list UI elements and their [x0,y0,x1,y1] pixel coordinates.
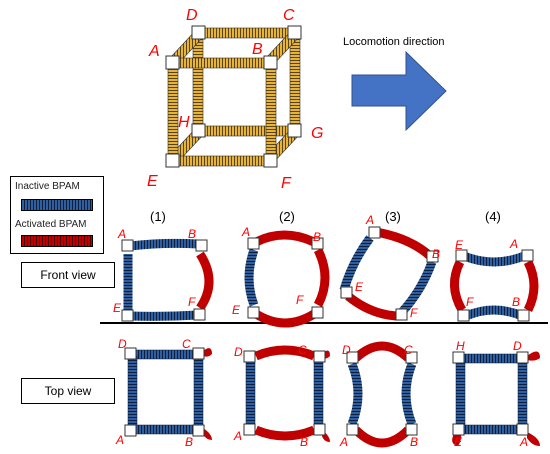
cube-label-g: G [311,125,323,142]
front1-label-f: F [188,295,196,309]
locomotion-arrow-icon [351,50,447,132]
top-view-label: Top view [21,378,115,404]
top-view-step-2 [243,345,330,442]
top3-label-d: D [342,343,351,357]
cube-corner-a [165,55,180,70]
cube-edge-bf [265,63,277,159]
cube-edge-ab [175,57,273,69]
top1-label-d: D [118,337,127,351]
cube-label-d: D [186,7,198,24]
cube-edge-cg [289,33,301,131]
front2-label-b: B [313,230,321,244]
legend: Inactive BPAM Activated BPAM [10,176,104,254]
front2-label-f: F [296,293,304,307]
front-view-step-4 [450,249,539,322]
legend-activated-label: Activated BPAM [15,219,87,230]
top3-label-b: B [410,435,418,449]
cube-edge-dc [197,27,295,39]
front-view-step-1 [121,238,214,322]
front4-label-b: B [512,295,520,309]
front-view-step-2 [244,230,330,328]
cube-label-c: C [283,7,295,24]
front1-label-a: A [117,227,126,241]
top-view-step-4 [452,351,540,446]
top-view-step-3 [346,341,418,448]
cube-label-b: B [252,41,263,58]
cube-label-a: A [148,43,160,60]
step-label-1: (1) [150,209,166,224]
cube-label-f: F [281,175,292,192]
front3-label-e: E [355,280,364,294]
top1-label-a: A [115,433,124,447]
cube-corner-g [287,123,302,138]
bpam-cube [165,25,302,168]
cube-edge-hg [197,125,295,137]
step-label-3: (3) [385,209,401,224]
top1-label-c: C [182,337,191,351]
front4-label-e: E [455,238,464,252]
front4-label-f: F [466,295,474,309]
cube-corner-h [191,123,206,138]
front3-label-b: B [432,247,440,261]
cube-edge-dh [192,33,204,131]
cube-edge-ef [175,155,273,167]
cube-label-h: H [178,114,190,131]
cube-corner-b [263,55,278,70]
top1-label-b: B [185,435,193,449]
top2-label-a: A [233,429,242,443]
top2-label-d: D [234,345,243,359]
top3-label-a: A [339,435,348,449]
front3-label-f: F [410,306,418,320]
legend-inactive-label: Inactive BPAM [15,181,80,192]
legend-inactive-swatch [21,199,93,211]
front2-label-e: E [232,303,241,317]
cube-edge-ae [167,63,179,159]
cube-label-e: E [147,173,158,190]
top4-label-d: D [513,339,522,353]
front2-label-a: A [241,225,250,239]
cube-corner-f [263,153,278,168]
top-view-step-1 [124,347,212,440]
front-view-step-3 [339,226,439,321]
step-label-2: (2) [279,209,295,224]
front3-label-a: A [365,213,374,227]
legend-activated-swatch [21,235,93,247]
front1-label-b: B [188,227,196,241]
top4-label-h: H [456,339,465,353]
top3-label-c: C [404,343,413,357]
top2-label-c: C [298,343,307,357]
top2-label-b: B [300,435,308,449]
top4-label-a: A [519,435,528,449]
top4-label-e: E [454,435,463,449]
front-view-label: Front view [21,262,115,288]
cube-corner-c [287,25,302,40]
front4-label-a: A [509,237,518,251]
cube-corner-e [165,153,180,168]
locomotion-direction-label: Locomotion direction [343,36,445,48]
step-label-4: (4) [485,209,501,224]
front1-label-e: E [113,301,122,315]
cube-corner-d [191,25,206,40]
